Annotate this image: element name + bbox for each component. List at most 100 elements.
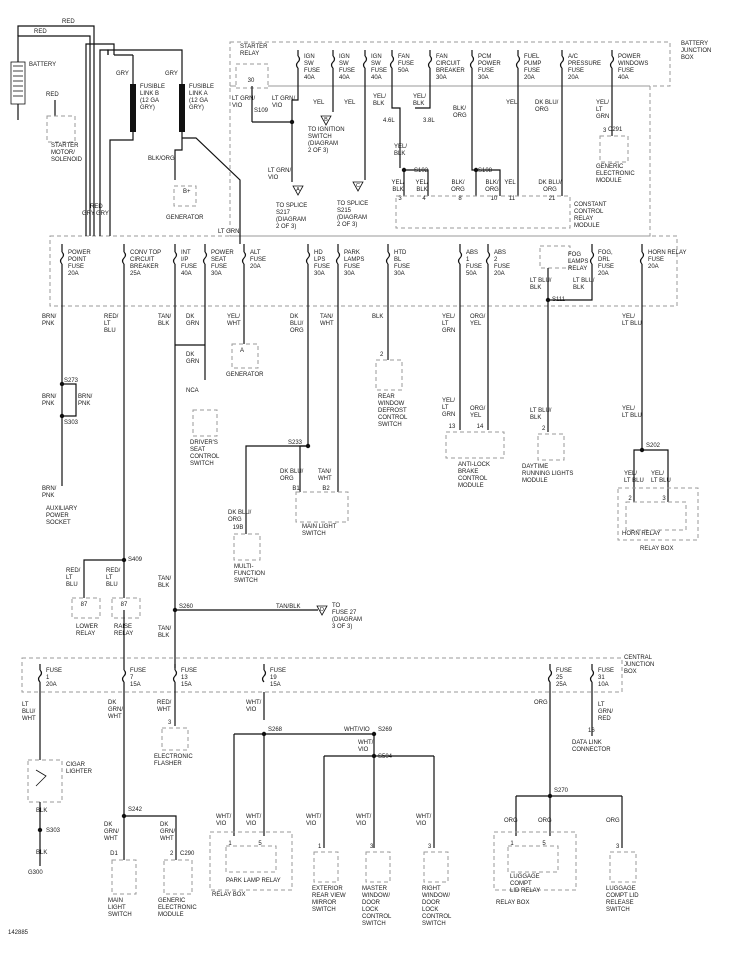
label-fuse7: 15A [130,682,141,688]
label-s303: S303 [64,420,79,426]
label-gen-a: A [240,348,244,354]
label-alt-fuse: FUSE [250,257,266,263]
label-pin-nums: 11 [509,196,516,202]
label-yel-blk3: BLK [394,151,405,157]
label-lid-switch: LUGGAGE [606,886,636,892]
label-lt-grn-red: LT [598,702,605,708]
label-lt-blu-wht: WHT [22,716,36,722]
label-org4: ORG [606,818,620,824]
label-s111: S111 [552,297,566,303]
label-park-lamps: FUSE [344,264,360,270]
label-dlc: CONNECTOR [572,747,611,753]
label-pcm-fuse: PCM [478,54,491,60]
label-mirror-pin: 1 [318,844,322,850]
label-yel-ltblu2: YEL/ [622,406,635,412]
label-b-plus: B+ [183,189,191,195]
label-pw-fuse: 40A [618,75,629,81]
label-pin-nums: 3 [398,196,402,202]
label-ac-fuse: A/C [568,54,579,60]
label-dk-grn-wht3: DK [160,822,168,828]
label-gry1: GRY [116,71,129,77]
drl-module-box [537,433,565,461]
label-ltgrn-vio2: LT GRN/ [272,96,295,102]
gem1-box [599,135,629,163]
label-yel-ltblu3: LT BLU [624,478,644,484]
label-ref-b: B [324,117,328,123]
label-flasher: FLASHER [154,761,182,767]
label-dk-grn2: DK [186,352,194,358]
ccrm-box [395,195,571,229]
label-c290: C290 [180,851,195,857]
label-hd-lps: 30A [314,271,325,277]
label-horn-relay: HORN RELAY [622,531,661,537]
label-fuel-fuse: 20A [524,75,535,81]
label-lt-grn-red: GRN/ [598,709,613,715]
label-master: LOCK [362,907,378,913]
label-abs1: 1 [466,257,470,263]
label-bjb: BATTERY [681,41,708,47]
label-abs-module: MODULE [458,483,484,489]
label-gem1: ELECTRONIC [596,171,635,177]
label-conv-cb: CIRCUIT [130,257,155,263]
ref-d-icon [316,605,328,616]
label-tan-blk2: BLK [158,583,169,589]
fuse-icon [427,55,433,69]
label-wv-b: WHT/ [246,814,262,820]
label-tan-blk: BLK [158,321,169,327]
label-master: SWITCH [362,921,386,927]
label-brn-pnk3: BRN/ [78,394,93,400]
label-red-wht: WHT [157,707,171,713]
label-red-ltblu2: BLU [66,582,78,588]
label-dk-grn-wht3: GRN/ [160,829,175,835]
label-pw-fuse: FUSE [618,68,634,74]
label-gem2-pin: 2 [170,851,174,857]
fuse-icon [485,251,491,265]
label-s273: S273 [64,378,79,384]
label-lid-relay: COMPT [510,881,532,887]
label-generator2: GENERATOR [226,372,264,378]
label-yel-ltgrn3: YEL/ [442,398,455,404]
wire [415,68,431,109]
label-main-light2: MAIN [108,898,123,904]
label-splice215: TO SPLICE [337,201,368,207]
label-dkblu-org3: DK BLU/ [280,469,304,475]
label-gry3: GRY [82,211,95,217]
label-fuel-fuse: PUMP [524,61,541,67]
label-red-ltblu: BLU [104,328,116,334]
label-yel-ltgrn2: LT [442,321,449,327]
label-mirror: SWITCH [312,907,336,913]
label-s102: S102 [414,168,429,174]
flasher-box [161,727,189,751]
label-pp-fuse: FUSE [68,264,84,270]
label-tan-blk3: TAN/BLK [276,604,301,610]
label-s260: S260 [179,604,194,610]
label-brn-pnk2: BRN/ [42,394,57,400]
label-pin-nums: 8 [458,196,462,202]
label-fuse25: 25 [556,675,563,681]
label-pwr-seat: FUSE [211,264,227,270]
label-blk-org2: ORG [453,113,467,119]
label-pin-labels: BLK [392,187,403,193]
label-fuse31: FUSE [598,668,614,674]
label-org3: ORG [538,818,552,824]
label-htd-bl: HTD [394,250,407,256]
label-int-ip: I/P [181,257,188,263]
label-ign-sw2: IGN [339,54,350,60]
label-mirror: MIRROR [312,900,337,906]
label-to-ign: (DIAGRAM [308,141,338,147]
label-yel-wht: WHT [227,321,241,327]
label-ltblu-blk: BLK [530,285,541,291]
label-fuse1: 1 [46,675,50,681]
label-horn-relay-fuse: 20A [648,264,659,270]
fusible-link-a [179,84,185,132]
label-wv-c: VIO [306,821,317,827]
fuse-icon [389,55,395,69]
label-mirror: EXTERIOR [312,886,343,892]
label-fan-cb: BREAKER [436,68,465,74]
horn-relay-inner [625,501,687,531]
label-ign-sw1: FUSE [304,68,320,74]
label-lid-relay: LUGGAGE [510,874,540,880]
label-red-ltblu2: RED/ [66,568,81,574]
label-yel-wht: YEL/ [227,314,240,320]
